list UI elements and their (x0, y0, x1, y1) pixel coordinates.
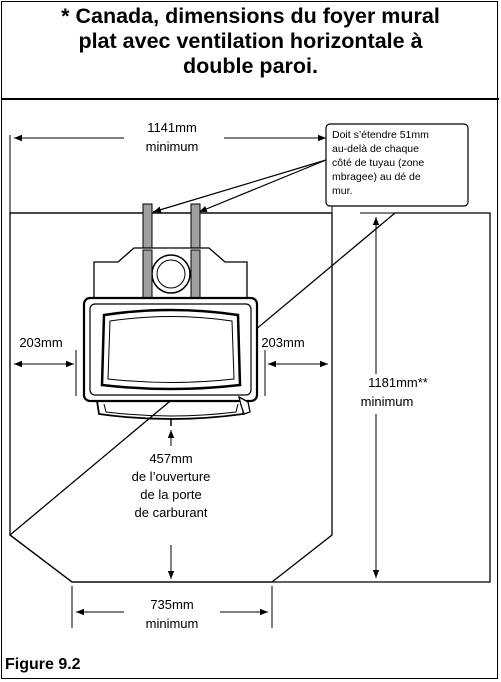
top-width-value: 1141mm (147, 120, 197, 135)
title-divider (1, 98, 499, 100)
note-line-1: Doit s’étendre 51mm (332, 129, 429, 141)
diagram-title: * Canada, dimensions du foyer mural plat… (0, 4, 501, 79)
front-clearance-line2: de l’ouverture (132, 469, 211, 484)
callout-leader-right (198, 159, 327, 213)
height-qualifier: minimum (361, 394, 414, 409)
right-clearance-value: 203mm (261, 335, 304, 350)
left-clearance-value: 203mm (19, 335, 62, 350)
top-width-qualifier: minimum (146, 139, 199, 154)
flue-collar-inner (156, 259, 186, 289)
note-line-4: mbragee) au dé de (332, 171, 421, 183)
figure-caption: Figure 9.2 (5, 656, 81, 673)
note-callout-box (325, 123, 469, 207)
note-line-5: mur. (332, 185, 352, 197)
height-value: 1181mm** (368, 375, 428, 390)
front-clearance-line3: de la porte (140, 487, 201, 502)
front-clearance-value: 457mm (149, 451, 192, 466)
stove-handle (238, 395, 251, 415)
title-line-3: double paroi. (183, 54, 318, 78)
bottom-width-qualifier: minimum (146, 616, 199, 631)
stove-door-glass (100, 308, 242, 391)
front-clearance-line4: de carburant (135, 505, 208, 520)
note-line-2: au-delà de chaque (332, 143, 419, 155)
note-line-3: côté de tuyau (zone (332, 157, 424, 169)
title-line-1: * Canada, dimensions du foyer mural (61, 4, 440, 28)
title-line-2: plat avec ventilation horizontale à (78, 29, 423, 53)
bottom-width-value: 735mm (150, 597, 193, 612)
callout-leader-left (152, 159, 327, 213)
